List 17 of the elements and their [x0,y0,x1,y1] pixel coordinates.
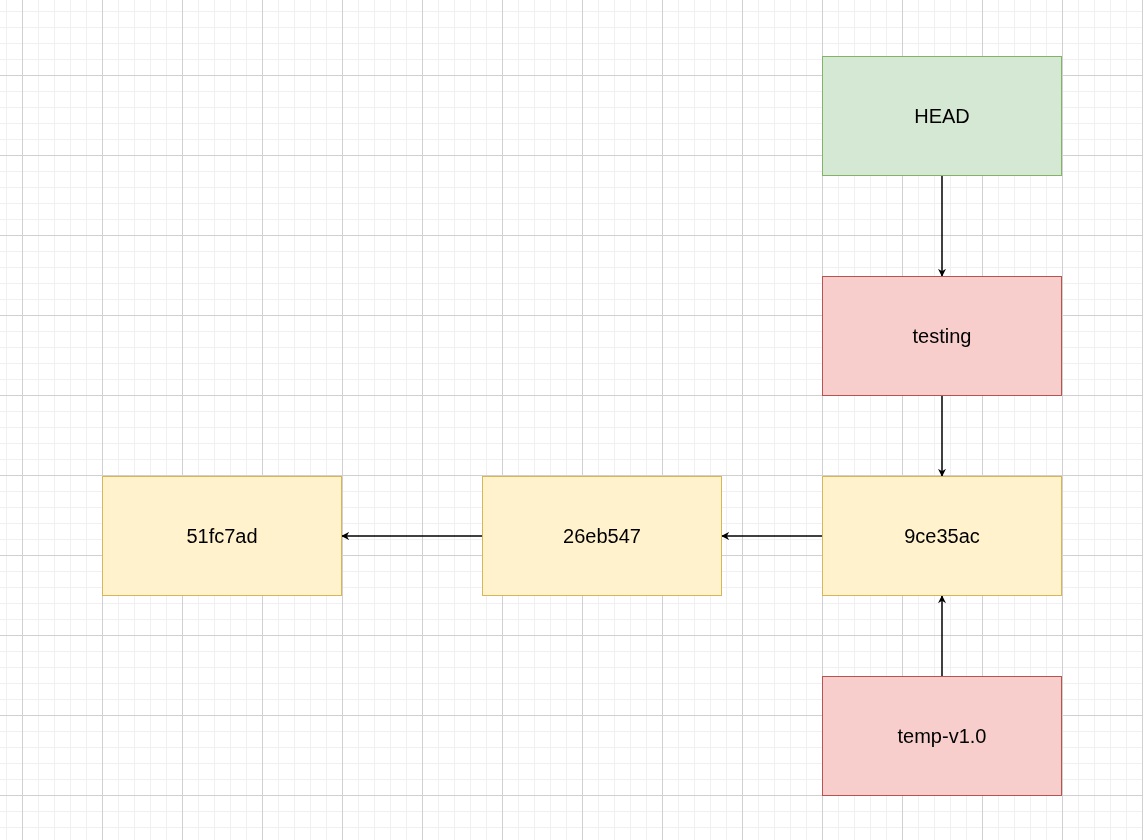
commit-box [482,476,722,596]
box-label: 9ce35ac [904,524,980,548]
arrow [938,395,946,477]
commit-box [822,676,1062,796]
commit-box [822,56,1062,176]
box-label: HEAD [914,104,970,128]
box-label: 51fc7ad [186,524,258,548]
box-label: temp-v1.0 [897,724,987,748]
arrow [341,532,483,540]
commit-box [822,276,1062,396]
arrow [721,532,823,540]
arrow [938,595,946,677]
commit-box [822,476,1062,596]
arrow [938,175,946,277]
box-label: 26eb547 [563,524,641,548]
commit-box [102,476,342,596]
box-label: testing [912,324,972,348]
